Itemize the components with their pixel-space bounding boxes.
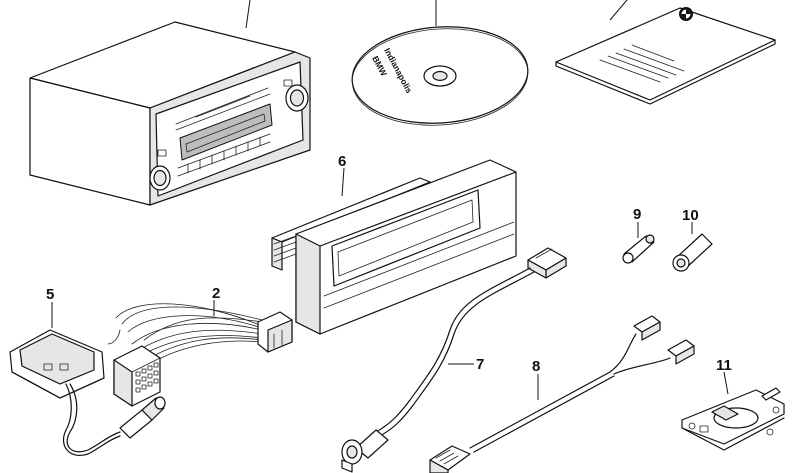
cable7-top-connector (527, 247, 567, 279)
small-sleeve (622, 222, 655, 264)
bracket-hole (772, 406, 780, 414)
frame-bezel-edge (319, 171, 517, 247)
cable8-wire (469, 371, 611, 449)
large-sleeve (672, 222, 713, 272)
cd-edge (351, 28, 529, 126)
cable7-end-connector (341, 429, 389, 473)
cable8-plug-top (633, 315, 661, 341)
wiring-harness-adapter (107, 300, 293, 407)
bracket-tab (711, 405, 739, 421)
frame-slot-line (323, 221, 515, 297)
bracket-plate-edge (681, 417, 785, 451)
booklet-text-lines (599, 44, 685, 83)
bracket-ear (761, 387, 781, 401)
callout-7: 7 (476, 356, 484, 373)
bracket-slot (699, 425, 709, 433)
cable8-branch (613, 357, 671, 375)
cable8-wire (473, 375, 615, 453)
radio-leader-line (245, 0, 251, 29)
navigation-cd: BMW Indianapolis (351, 0, 529, 126)
mounting-frame (271, 159, 517, 335)
frame-leader-line (341, 167, 345, 197)
frame-bezel-side (295, 233, 321, 335)
gps-antenna (9, 302, 166, 456)
callout-10: 10 (682, 207, 699, 224)
callout-11: 11 (716, 357, 732, 374)
cable8-plug-mid (667, 339, 695, 365)
callout-6: 6 (338, 153, 346, 170)
callout-5: 5 (46, 286, 54, 303)
radio-small-button (157, 149, 167, 157)
frame-cage-ribs (273, 235, 297, 263)
cd-hole (432, 70, 448, 82)
harness-plug-left (113, 345, 161, 407)
mounting-bracket (681, 371, 785, 451)
cable8-end-plug (429, 445, 471, 473)
radio-unit (29, 0, 311, 206)
radio-display-inner (185, 113, 266, 153)
radio-buttons-row (175, 87, 271, 177)
radio-left-knob (149, 165, 171, 191)
bracket-hole (688, 422, 696, 430)
booklet-thickness (555, 39, 776, 105)
antenna-label (43, 363, 53, 371)
sleeve-small-end-far (645, 234, 655, 244)
antenna-cable-adapter (341, 247, 567, 473)
antenna-dome (19, 333, 95, 385)
radio-right-knob (285, 84, 309, 112)
instruction-booklet (555, 0, 776, 105)
callout-8: 8 (532, 358, 540, 375)
callout-labels: 2 5 6 7 8 9 10 11 (46, 153, 732, 375)
antenna-connector (119, 396, 166, 439)
bracket-leader-line (723, 371, 729, 395)
frame-opening-inner (337, 199, 474, 277)
frame-opening (331, 189, 481, 287)
y-adapter-cable (429, 315, 695, 473)
cable8-branch (609, 333, 637, 373)
callout-2: 2 (212, 285, 220, 302)
bmw-logo-icon (679, 7, 693, 21)
bracket-hole (766, 428, 774, 436)
radio-small-button (283, 79, 293, 87)
antenna-base-edge (11, 371, 105, 399)
booklet-leader-line (609, 0, 628, 21)
cable7-wire (375, 267, 531, 433)
booklet-cover (555, 7, 776, 101)
harness-plug-right (257, 311, 293, 353)
antenna-cable (66, 383, 121, 453)
cable7-wire (379, 271, 535, 437)
harness-wires (107, 303, 263, 365)
sleeve-small-end (622, 252, 634, 264)
sleeve-large-bore (676, 258, 686, 268)
callout-9: 9 (633, 206, 641, 223)
antenna-cable (62, 383, 121, 456)
frame-slot-line (323, 233, 515, 309)
antenna-label (59, 363, 69, 371)
